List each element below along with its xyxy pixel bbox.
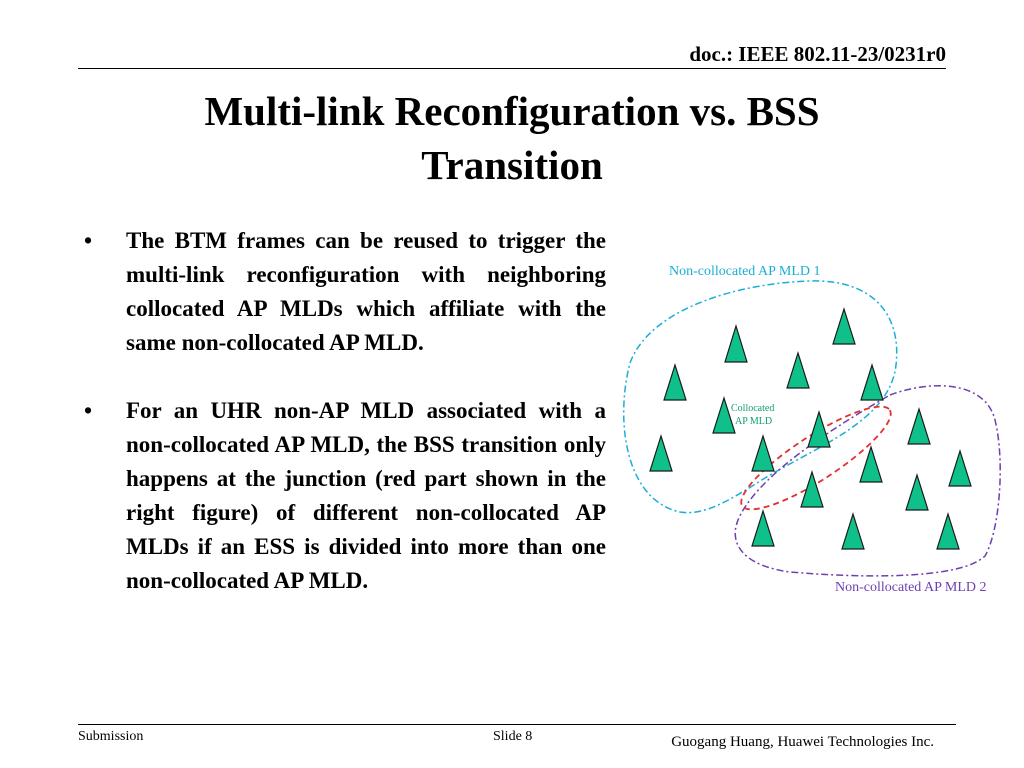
- header-rule: [78, 68, 946, 69]
- footer-author: Guogang Huang, Huawei Technologies Inc.: [671, 734, 934, 750]
- ap-triangle-icon: [786, 350, 810, 389]
- collocated-label-line1: Collocated: [731, 403, 774, 414]
- ap-triangle-icon: [907, 406, 931, 445]
- ap-triangle-icon: [649, 433, 673, 472]
- ap-triangle-icon: [712, 395, 736, 434]
- ap-triangle-icon: [860, 362, 884, 401]
- document-id: doc.: IEEE 802.11-23/0231r0: [689, 42, 946, 66]
- ap-triangle-icon: [751, 508, 775, 547]
- junction-region: [740, 405, 892, 511]
- bullet-icon: •: [84, 228, 93, 253]
- ap-triangle-icon: [859, 444, 883, 483]
- ap-triangle-icon: [724, 323, 748, 363]
- ap-triangle-icon: [751, 433, 775, 472]
- slide-title-line-2: Transition: [421, 142, 603, 188]
- bullet-list: • The BTM frames can be reused to trigge…: [84, 224, 606, 598]
- mld-topology-diagram: Non-collocated AP MLD 1 Non-collocated A…: [622, 264, 1001, 595]
- mld2-label: Non-collocated AP MLD 2: [835, 580, 987, 595]
- bullet-text: The BTM frames can be reused to trigger …: [126, 228, 606, 355]
- bullet-item: • For an UHR non-AP MLD associated with …: [84, 394, 606, 598]
- ap-triangle-icon: [841, 511, 865, 550]
- mld1-label: Non-collocated AP MLD 1: [669, 264, 821, 279]
- slide-title: Multi-link Reconfiguration vs. BSS Trans…: [100, 84, 924, 192]
- ap-triangle-icon: [807, 409, 831, 448]
- collocated-label-line2: AP MLD: [735, 416, 772, 427]
- slide-number: Slide 8: [493, 729, 533, 744]
- ap-triangle-icon: [800, 469, 824, 508]
- mld1-region: [622, 280, 898, 514]
- ap-triangle-icon: [663, 362, 687, 401]
- ap-triangle-icon: [832, 306, 856, 345]
- bullet-icon: •: [84, 398, 93, 423]
- mld2-region: [734, 385, 1001, 577]
- ap-triangle-icon: [905, 472, 929, 511]
- footer-rule: [78, 724, 956, 725]
- footer-submission: Submission: [78, 729, 144, 744]
- bullet-text: For an UHR non-AP MLD associated with a …: [126, 398, 606, 593]
- slide-title-line-1: Multi-link Reconfiguration vs. BSS: [204, 88, 820, 134]
- ap-triangle-icon: [948, 448, 972, 487]
- ap-triangle-icon: [936, 511, 960, 550]
- bullet-item: • The BTM frames can be reused to trigge…: [84, 224, 606, 360]
